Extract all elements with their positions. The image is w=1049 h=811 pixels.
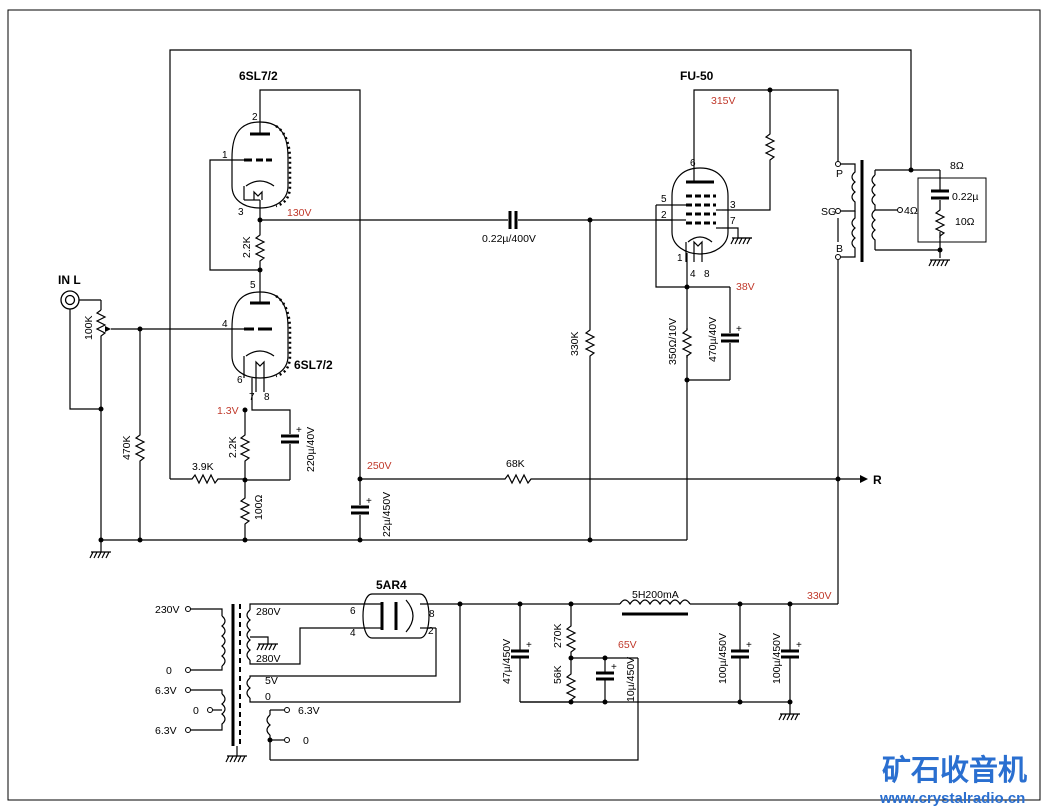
pt-280b-label: 280V — [256, 653, 281, 665]
res-fb-label: 3.9K — [192, 461, 214, 473]
voltage-65: 65V — [618, 639, 637, 651]
svg-text:1: 1 — [222, 150, 228, 161]
res-bleed2-label: 56K — [552, 665, 564, 684]
res-vol-label: 100K — [83, 315, 95, 340]
res-cath-out-label: 350Ω/10V — [667, 318, 679, 365]
svg-text:8: 8 — [704, 269, 710, 280]
svg-text:4: 4 — [350, 628, 356, 639]
voltage-330: 330V — [807, 590, 832, 602]
svg-text:8: 8 — [429, 609, 435, 620]
svg-text:5: 5 — [661, 194, 667, 205]
cap-psu2-label: 100µ/450V — [717, 633, 729, 684]
voltage-38: 38V — [736, 281, 755, 293]
svg-text:8: 8 — [264, 392, 270, 403]
pt-280a-label: 280V — [256, 606, 281, 618]
res-cath2-label: 2.2K — [227, 436, 239, 458]
svg-text:4: 4 — [222, 319, 228, 330]
ground-symbols — [89, 237, 951, 763]
watermark-url: www.crystalradio.cn — [879, 790, 1025, 807]
svg-text:4: 4 — [690, 269, 696, 280]
tube-v1a-symbol — [231, 112, 292, 209]
watermark-logo: 矿石收音机 www.crystalradio.cn — [879, 753, 1027, 807]
svg-text:6: 6 — [350, 606, 356, 617]
zobel-cap-label: 0.22µ — [952, 191, 979, 203]
ot-p-label: P — [836, 168, 843, 180]
cap-cath1-label: 220µ/40V — [305, 427, 317, 472]
svg-text:7: 7 — [249, 392, 255, 403]
ot-8ohm-label: 8Ω — [950, 160, 964, 172]
tube-v2-symbol — [671, 167, 729, 262]
res-shunt-label: 100Ω — [253, 494, 265, 520]
voltage-1-3: 1.3V — [217, 405, 239, 417]
cap-psu1-label: 47µ/450V — [501, 639, 513, 684]
pt-0-label: 0 — [166, 665, 172, 677]
voltage-315: 315V — [711, 95, 736, 107]
svg-text:6: 6 — [237, 375, 243, 386]
input-label: IN L — [58, 273, 81, 287]
output-label: R — [873, 473, 882, 487]
watermark-cn: 矿石收音机 — [882, 753, 1027, 787]
cap-psu3-label: 100µ/450V — [771, 633, 783, 684]
pt-0b-label: 0 — [193, 705, 199, 717]
main-wiring — [69, 49, 987, 604]
svg-text:1: 1 — [677, 253, 683, 264]
svg-text:2: 2 — [252, 112, 258, 123]
choke-label: 5H200mA — [632, 589, 679, 601]
svg-text:2: 2 — [661, 210, 667, 221]
pt-63a-label: 6.3V — [155, 685, 177, 697]
cap-supply1-label: 22µ/450V — [381, 492, 393, 537]
svg-text:3: 3 — [730, 200, 736, 211]
pt-5v0-label: 0 — [265, 691, 271, 703]
res-bleed1-label: 270K — [552, 623, 564, 648]
input-jack-icon — [60, 290, 101, 310]
power-supply-wiring — [185, 599, 838, 761]
pin-numbers: 2 1 3 5 4 6 7 8 6 5 2 3 7 1 4 8 6 4 8 2 — [222, 112, 736, 639]
res-grid-leak-label: 470K — [121, 435, 133, 460]
ot-4ohm-label: 4Ω — [904, 205, 918, 217]
pt-5v-label: 5V — [265, 675, 278, 687]
tube-label-rectifier: 5AR4 — [376, 578, 407, 592]
ot-b-label: B — [836, 243, 843, 255]
labels: 6SL7/2 6SL7/2 FU-50 5AR4 IN L R 130V 1.3… — [58, 69, 979, 747]
svg-text:7: 7 — [730, 216, 736, 227]
res-decouple-label: 68K — [506, 458, 525, 470]
res-grid2-label: 330K — [569, 331, 581, 356]
pt-63b-label: 6.3V — [155, 725, 177, 737]
pt-230-label: 230V — [155, 604, 180, 616]
svg-text:3: 3 — [238, 207, 244, 218]
cap-psu-ref-label: 10µ/450V — [625, 657, 637, 702]
tube-v1b-symbol — [231, 291, 292, 392]
pt-0c-label: 0 — [303, 735, 309, 747]
output-transformer-symbol — [835, 160, 903, 262]
tube-rectifier-symbol — [346, 593, 460, 639]
tube-label-v2: FU-50 — [680, 69, 714, 83]
junctions — [98, 87, 943, 543]
zobel-res-label: 10Ω — [955, 216, 975, 228]
tube-label-v1b: 6SL7/2 — [294, 358, 333, 372]
page-border — [7, 9, 1041, 801]
capacitors — [279, 189, 949, 681]
svg-text:5: 5 — [250, 280, 256, 291]
pt-63c-label: 6.3V — [298, 705, 320, 717]
ot-sg-label: SG — [821, 206, 836, 218]
svg-text:2: 2 — [428, 626, 434, 637]
tube-label-v1a: 6SL7/2 — [239, 69, 278, 83]
cap-cath-out-label: 470µ/40V — [707, 317, 719, 362]
resistors — [95, 131, 945, 527]
res-cath1-label: 2.2K — [241, 236, 253, 258]
cap-coupling-label: 0.22µ/400V — [482, 233, 536, 245]
svg-text:6: 6 — [690, 158, 696, 169]
voltage-130: 130V — [287, 207, 312, 219]
voltage-250: 250V — [367, 460, 392, 472]
